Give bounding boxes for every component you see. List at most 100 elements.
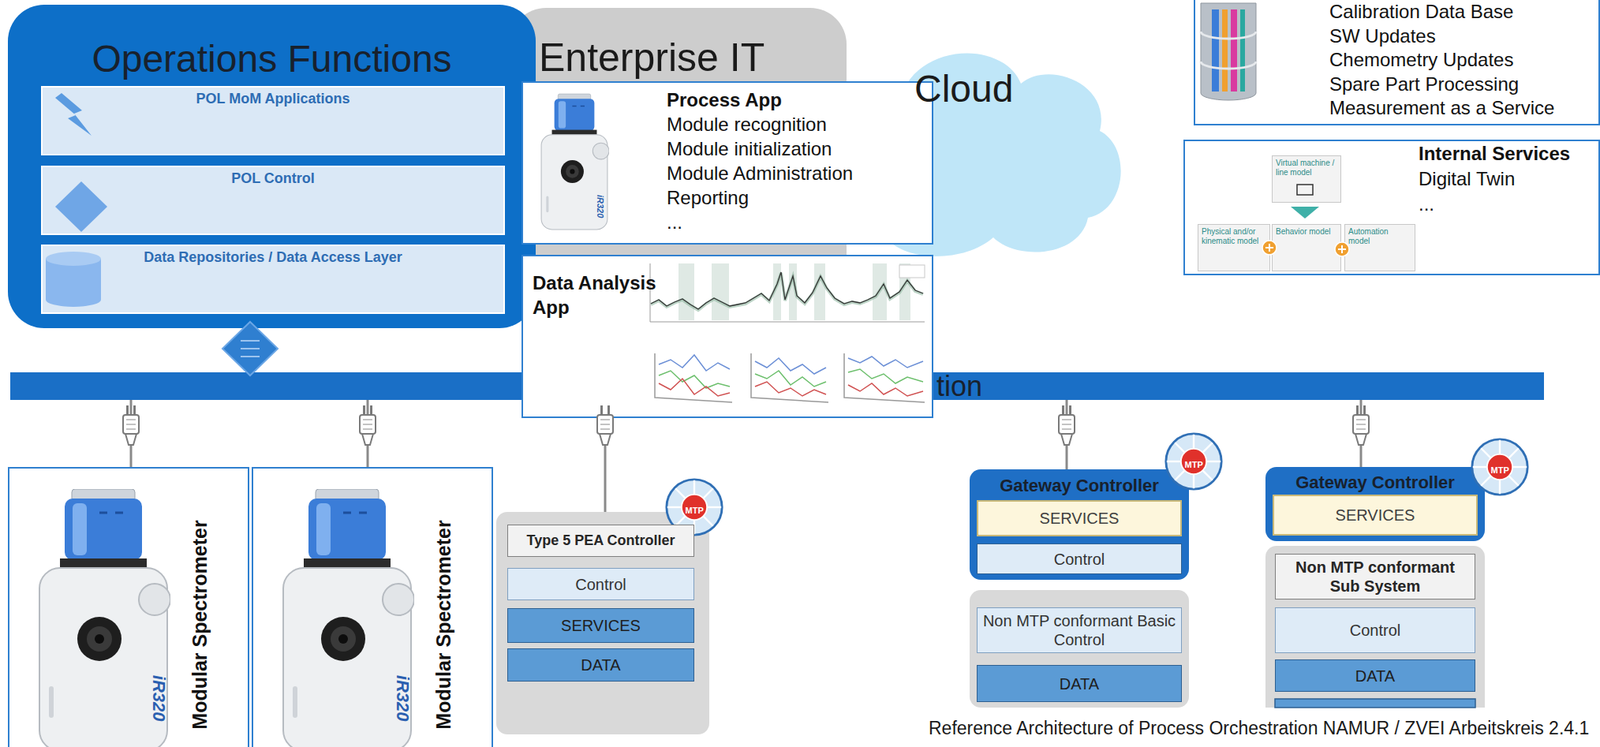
gateway-controller: Gateway ControllerSERVICES Control (969, 469, 1189, 580)
spectrometer-card: Modular Spectrometer (7, 467, 250, 747)
block-label: DATA (982, 674, 1177, 694)
model-label: Behavior model (1275, 227, 1338, 237)
text-slot: MTP (685, 502, 704, 517)
text-slot: ... (1418, 191, 1435, 217)
text-slot: Non MTP conformant Sub System (1274, 553, 1476, 600)
model-label: Automation model (1348, 227, 1410, 247)
badge-label: MTP (685, 505, 704, 516)
text-slot: ... (666, 209, 683, 235)
text-slot: Enterprise IT (538, 33, 765, 82)
service-list-box: Calibration Data BaseSW UpdatesChemometr… (1193, 0, 1600, 126)
list-item: ... (666, 209, 683, 235)
panel-title: Operations Functions (7, 36, 536, 83)
model-box: Behavior model (1271, 224, 1342, 272)
block-label: Control (512, 575, 689, 595)
text-slot: Data Repositories / Data Access Layer (42, 249, 504, 267)
box-title: Data Repositories / Data Access Layer (42, 249, 504, 267)
list-item: ... (1418, 191, 1435, 217)
surface-plot (751, 353, 829, 403)
text-slot: iR320 (134, 687, 182, 709)
computer-icon (1297, 184, 1313, 195)
block-label: Control (1280, 620, 1470, 640)
model-box: Virtual machine / line model (1271, 155, 1342, 203)
text-slot: Reporting (666, 185, 749, 210)
text-slot: SERVICES (1274, 505, 1477, 525)
block-label: Control (982, 549, 1177, 569)
list-item: Calibration Data Base (1329, 0, 1514, 25)
services-block: SERVICES (507, 608, 695, 643)
list-item: Digital Twin (1418, 166, 1515, 192)
badge-label: MTP (1491, 465, 1510, 476)
bus-connector (249, 328, 252, 373)
gateway-controller: Gateway ControllerSERVICES (1265, 467, 1485, 542)
list-item: Spare Part Processing (1329, 72, 1519, 98)
data-block: DATA (507, 648, 695, 682)
flow-triangle (1290, 206, 1320, 219)
bus-connector (1065, 400, 1069, 470)
control-block: Control (1274, 607, 1476, 654)
database-stack-icon (1200, 3, 1257, 101)
plug-icon (123, 405, 139, 445)
device-marking: iR320 (147, 675, 169, 722)
bus-connector (366, 400, 370, 468)
function-box: Data Repositories / Data Access Layer (41, 244, 505, 315)
device-marking: iR320 (594, 194, 606, 217)
block-label: SERVICES (983, 508, 1176, 528)
text-slot: Control (1275, 620, 1475, 640)
text-slot: iR320 (588, 198, 612, 213)
text-slot: Virtual machine / line model (1275, 158, 1338, 178)
subsystem-container: Non MTP conformant Sub SystemControlDATA (1265, 545, 1485, 708)
text-slot: DATA (977, 674, 1182, 694)
text-slot: MTP (1185, 456, 1204, 472)
list-item: SW Updates (1329, 24, 1436, 49)
plug-icon (1058, 405, 1075, 445)
bus-label: tion (936, 372, 983, 401)
model-label: Physical and/or kinematic model (1201, 227, 1264, 247)
text-slot: Calibration Data Base (1329, 0, 1514, 25)
text-slot: Gateway Controller (969, 475, 1189, 497)
text-slot: Spare Part Processing (1329, 72, 1519, 98)
block-label: SERVICES (1278, 505, 1472, 525)
model-box: Physical and/or kinematic model (1197, 224, 1271, 272)
panel-title: Cloud (914, 66, 1014, 113)
control-block: Control (976, 543, 1182, 575)
services-block: SERVICES (976, 500, 1182, 537)
data-block: DATA (976, 665, 1182, 703)
spectrometer-image (541, 93, 610, 230)
text-slot: Data Analysis App (532, 270, 667, 320)
text-slot: Process App (666, 87, 782, 113)
text-slot: Control (508, 575, 694, 595)
function-box: POL Control (41, 165, 505, 236)
pea-container: Type 5 PEA ControllerControlSERVICESDATA (496, 512, 710, 735)
text-slot: SW Updates (1329, 24, 1436, 49)
block-label: SERVICES (512, 616, 689, 636)
app-box: Data Analysis App (521, 254, 934, 419)
bus-connector (130, 400, 133, 468)
badge-label: MTP (1185, 459, 1204, 471)
text-slot: Physical and/or kinematic model (1201, 227, 1264, 247)
surface-plot (654, 353, 733, 403)
text-slot: Non MTP conformant Basic Control (977, 611, 1182, 650)
coupling-diamond (222, 321, 278, 376)
control-block: Control (507, 568, 695, 601)
card-title: Modular Spectrometer (430, 519, 455, 729)
control-block: Non MTP conformant Basic Control (976, 607, 1182, 654)
diamond-icon (55, 181, 108, 232)
lightning-icon (55, 93, 92, 136)
box-title: POL Control (42, 170, 504, 188)
text-slot: Gateway Controller (1265, 472, 1485, 494)
data-block: DATA (1274, 659, 1476, 692)
internal-services-box: Internal ServicesDigital Twin...Virtual … (1183, 139, 1600, 276)
text-slot: DATA (508, 655, 694, 675)
mtp-badge (1166, 433, 1222, 490)
grey-container (969, 590, 1189, 708)
text-slot: POL MoM Applications (42, 90, 504, 109)
text-slot: Module recognition (666, 112, 827, 137)
controller-header: Non MTP conformant Sub System (1274, 553, 1476, 600)
text-slot: POL Control (42, 170, 504, 188)
panel-title: Enterprise IT (538, 33, 765, 82)
box-title: POL MoM Applications (42, 90, 504, 109)
card-title: Modular Spectrometer (186, 519, 211, 729)
text-slot: iR320 (378, 687, 426, 709)
plug-icon (597, 405, 614, 445)
